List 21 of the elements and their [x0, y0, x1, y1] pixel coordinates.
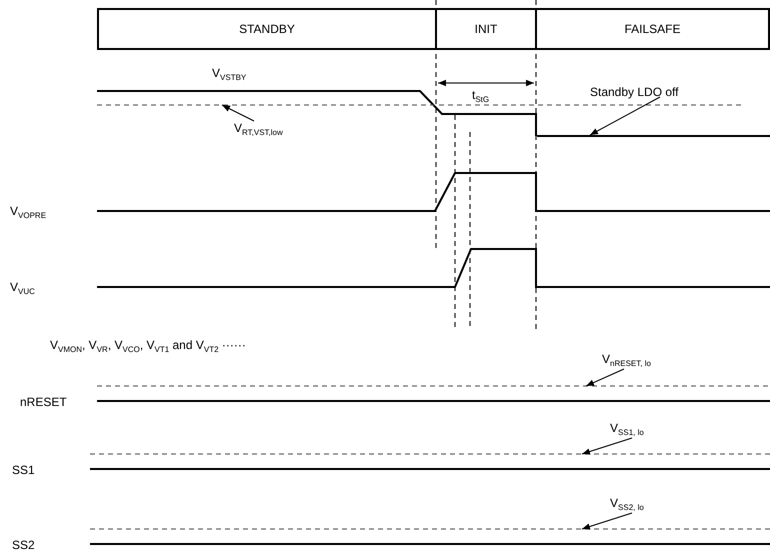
- leader-line: [586, 368, 624, 386]
- threshold-label: V$_{RT,VST,low}$: [234, 121, 283, 140]
- leader-line: [582, 438, 632, 455]
- leader-line: [590, 96, 660, 136]
- annotation-text: Standby LDO off: [590, 85, 678, 99]
- state-box: FAILSAFE: [535, 8, 770, 50]
- state-box: STANDBY: [97, 8, 437, 50]
- signal-list-label: V$_{VMON}$, V$_{VR}$, V$_{VCO}$, V$_{VT1}$ and V$_{VT2}$ ······: [50, 338, 246, 356]
- leader-line: [222, 104, 254, 122]
- signal-label: V$_{VSTBY}$: [212, 66, 246, 84]
- signal-label: V$_{VUC}$: [10, 280, 35, 298]
- duration-label: t$_{StG}$: [472, 88, 490, 106]
- threshold-label: V$_{SS1, lo}$: [610, 421, 644, 440]
- signal-label: nRESET: [20, 395, 67, 409]
- signal-label: SS2: [12, 538, 35, 552]
- threshold-label: V$_{nRESET, lo}$: [602, 352, 651, 371]
- threshold-label: V$_{SS2, lo}$: [610, 496, 644, 515]
- signal-label: SS1: [12, 463, 35, 477]
- signal-label: V$_{VOPRE}$: [10, 204, 46, 222]
- leader-line: [582, 512, 632, 530]
- state-box: INIT: [435, 8, 537, 50]
